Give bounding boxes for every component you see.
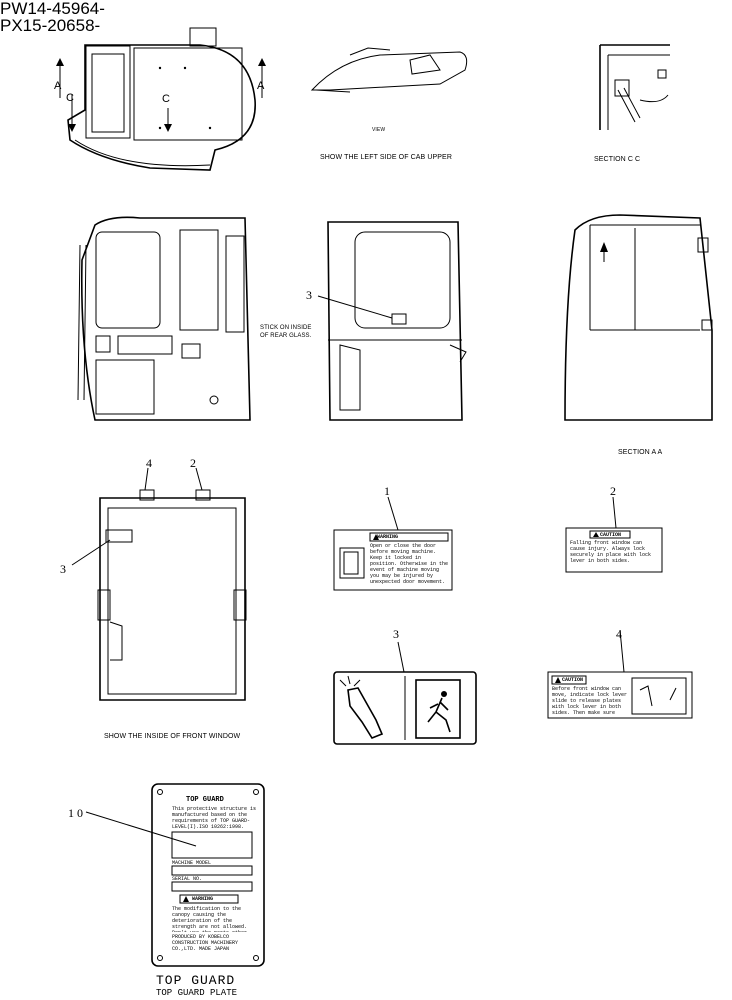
caption-top-guard-sub: TOP GUARD PLATE xyxy=(156,988,238,998)
decal-1-header: WARNING xyxy=(377,534,399,540)
caption-left-side: SHOW THE LEFT SIDE OF CAB UPPER xyxy=(320,154,452,161)
cab-top-view xyxy=(56,27,266,171)
section-cc-detail xyxy=(599,44,670,130)
callout-2-window: 2 xyxy=(190,456,196,470)
section-aa-view xyxy=(564,214,713,421)
decal-3-rear-glass xyxy=(391,313,407,325)
caption-view: VIEW xyxy=(372,127,386,133)
caption-top-guard-title: TOP GUARD xyxy=(156,973,236,988)
callout-4-decal: 4 xyxy=(616,627,622,641)
plate-model-label: MACHINE MODEL xyxy=(172,860,212,866)
decal-3-front-window xyxy=(105,529,133,543)
callout-3-window: 3 xyxy=(60,562,66,576)
cab-side-view xyxy=(77,216,251,421)
callout-3-decal: 3 xyxy=(393,627,399,641)
plate-warning-text: The modification to the canopy causing t… xyxy=(172,906,248,932)
decal-4-header: CAUTION xyxy=(562,677,584,683)
plate-warning-header: WARNING xyxy=(192,896,214,902)
plate-text: This protective structure is manufacture… xyxy=(172,806,256,830)
plate-maker: PRODUCED BY KOBELCO CONSTRUCTION MACHINE… xyxy=(172,934,239,952)
callout-3-rear: 3 xyxy=(306,288,312,302)
decal-2-text: Falling front window can cause injury. A… xyxy=(570,540,652,564)
caption-stick-rear-2: OF REAR GLASS. xyxy=(260,333,312,339)
section-mark-c-center: C xyxy=(162,93,170,105)
caption-stick-rear-1: STICK ON INSIDE xyxy=(260,325,312,331)
caption-front-window: SHOW THE INSIDE OF FRONT WINDOW xyxy=(104,733,241,740)
caption-section-aa: SECTION A A xyxy=(618,449,663,456)
decal-1-text: Open or close the door before moving mac… xyxy=(370,543,448,585)
plate-serial-label: SERIAL NO. xyxy=(172,876,203,882)
decal-2-caution xyxy=(565,496,663,573)
cab-rear-view xyxy=(317,221,467,421)
decal-3-emergency-exit xyxy=(333,641,477,745)
section-mark-c-left: C xyxy=(66,92,74,104)
top-guard-plate xyxy=(85,783,265,967)
cab-left-side-view xyxy=(310,47,468,93)
doc-id-line-1: PW14-45964- xyxy=(0,0,105,18)
front-window-view xyxy=(71,467,247,701)
section-mark-a-right: A xyxy=(257,80,265,92)
decal-4-text: Before front window can move, indicate l… xyxy=(552,686,628,716)
callout-1-decal: 1 xyxy=(384,484,390,498)
callout-4-window: 4 xyxy=(146,456,152,470)
plate-title: TOP GUARD xyxy=(186,796,224,804)
section-mark-a-left: A xyxy=(54,80,62,92)
caption-section-cc: SECTION C C xyxy=(594,156,641,163)
decal-2-header: CAUTION xyxy=(600,532,622,538)
callout-10-plate: 1 0 xyxy=(68,806,83,820)
callout-2-decal: 2 xyxy=(610,484,616,498)
decal-4-caution-lever xyxy=(547,629,693,719)
doc-id-line-2: PX15-20658- xyxy=(0,16,101,35)
decal-1-warning xyxy=(333,496,453,591)
